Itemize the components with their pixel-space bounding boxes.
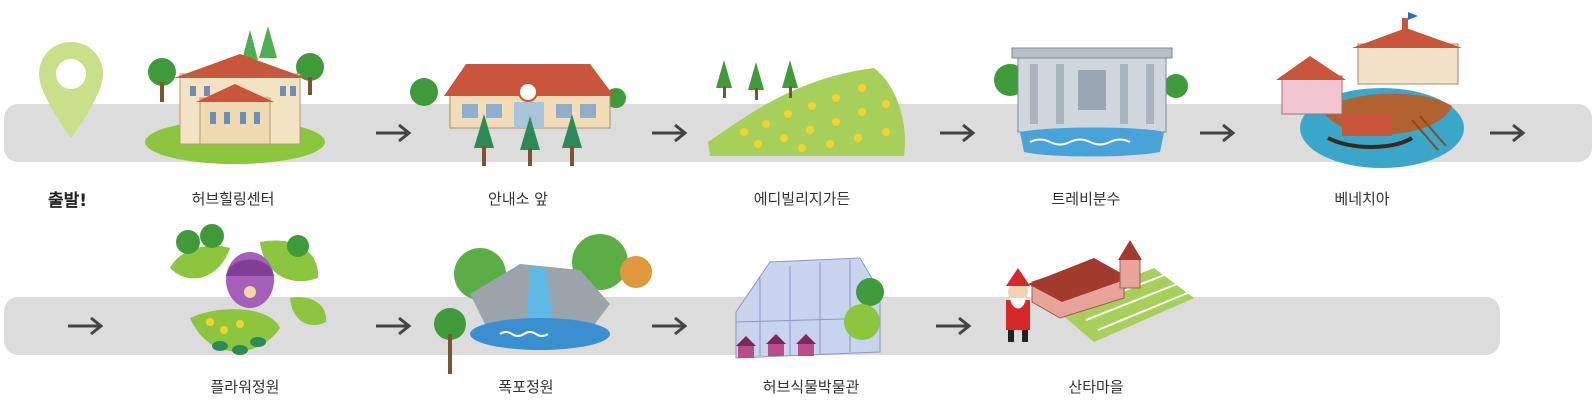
herb-greenhouse-icon bbox=[730, 252, 894, 370]
stop-label: 폭포정원 bbox=[498, 378, 554, 396]
waterfall-garden-icon bbox=[430, 234, 660, 386]
trevi-fountain-icon bbox=[990, 44, 1190, 164]
flower-garden-icon bbox=[160, 218, 330, 368]
arrow-right-icon bbox=[936, 316, 972, 336]
stop-label: 산타마을 bbox=[1068, 378, 1124, 396]
stop-label: 트레비분수 bbox=[1051, 190, 1121, 208]
arrow-right-icon bbox=[376, 316, 412, 336]
info-center-building-icon bbox=[406, 58, 632, 172]
stop-label: 안내소 앞 bbox=[488, 190, 548, 208]
stop-label: 허브힐링센터 bbox=[191, 190, 275, 208]
arrow-right-icon bbox=[652, 316, 688, 336]
arrow-right-icon bbox=[68, 316, 104, 336]
healing-center-building-icon bbox=[140, 22, 330, 172]
venice-village-icon bbox=[1262, 10, 1468, 172]
arrow-right-icon bbox=[940, 123, 976, 143]
start-pin-icon bbox=[36, 40, 106, 140]
arrow-right-icon bbox=[1200, 123, 1236, 143]
stop-label: 플라워정원 bbox=[210, 378, 280, 396]
stop-label: 베네치아 bbox=[1334, 190, 1390, 208]
flower-hill-garden-icon bbox=[704, 58, 910, 170]
arrow-right-icon bbox=[376, 123, 412, 143]
santa-village-icon bbox=[994, 238, 1196, 350]
stop-label: 에디빌리지가든 bbox=[753, 190, 851, 208]
start-label: 출발! bbox=[48, 191, 88, 211]
arrow-right-icon bbox=[1490, 123, 1526, 143]
arrow-right-icon bbox=[652, 123, 688, 143]
stop-label: 허브식물박물관 bbox=[762, 378, 860, 396]
